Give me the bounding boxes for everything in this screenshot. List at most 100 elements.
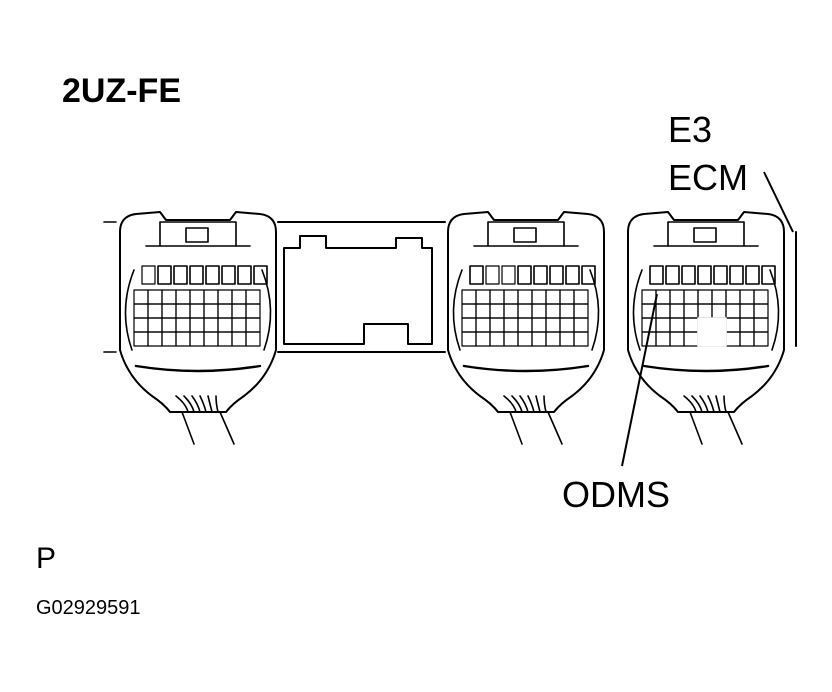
plug-grid-cell (711, 303, 727, 319)
plug-grid-cell (503, 317, 519, 333)
plug-top-pin (745, 265, 760, 285)
wire-strand (519, 395, 529, 413)
terminal-label: ODMS (562, 474, 670, 515)
plug-top-pin (681, 265, 696, 285)
plug-top-pin (157, 265, 172, 285)
plug-grid-cell (531, 303, 547, 319)
plug-grid-cell (217, 289, 233, 305)
plug-side-arc-right (769, 269, 780, 351)
plug-grid-cell (189, 289, 205, 305)
plug-grid-cell (559, 303, 575, 319)
plug-grid-cell (231, 317, 247, 333)
wire-strand (543, 395, 547, 413)
plug-housing (119, 211, 277, 413)
wire-strand (683, 395, 697, 413)
plug-grid-cell (739, 289, 755, 305)
connector-plug-2 (447, 211, 605, 445)
plug-grid-cell (461, 303, 477, 319)
plug-grid-cell (753, 289, 769, 305)
plug-grid-cell (545, 303, 561, 319)
plug-top-pin (533, 265, 548, 285)
plug-grid-cell (231, 289, 247, 305)
plug-grid-cell (545, 317, 561, 333)
plug-top-pin (649, 265, 664, 285)
wire-strand (691, 395, 703, 413)
plug-top-pin (581, 265, 596, 285)
plug-top-pin (665, 265, 680, 285)
plug-grid-cell (203, 317, 219, 333)
plug-top-pin (713, 265, 728, 285)
plug-top-pin (253, 265, 268, 285)
wire-strand (511, 395, 523, 413)
plug-grid-cell (725, 331, 741, 347)
plug-grid-cell (147, 331, 163, 347)
wire-strand (723, 395, 727, 413)
plug-grid-cell (697, 289, 713, 305)
wire-strand (699, 395, 709, 413)
middle-socket-outline (283, 235, 433, 345)
wire-strand (527, 395, 535, 413)
wire-strand (503, 395, 517, 413)
connector-plug-3 (627, 211, 785, 445)
plug-grid-cell (517, 317, 533, 333)
wire-strand (715, 395, 721, 413)
plug-grid-cell (517, 289, 533, 305)
plug-grid-cell (231, 331, 247, 347)
plug-grid-cell (161, 289, 177, 305)
plug-grid-cell (641, 289, 657, 305)
plug-grid-cell (573, 317, 589, 333)
plug-grid-cell (559, 289, 575, 305)
plug-side-arc-right (589, 269, 600, 351)
plug-grid-cell (203, 331, 219, 347)
plug-latch (159, 221, 237, 247)
plug-top-pin (469, 265, 484, 285)
plug-lower-curve (134, 364, 262, 373)
ecm-pointer-line (763, 171, 794, 233)
plug-top-pin (221, 265, 236, 285)
plug-grid-cell (489, 331, 505, 347)
plug-top-pin (141, 265, 156, 285)
plug-lower-curve (642, 364, 770, 373)
plug-grid-cell (669, 317, 685, 333)
plug-grid-cell (655, 303, 671, 319)
plug-latch-window (693, 227, 717, 243)
plug-grid-cell (711, 289, 727, 305)
plug-grid-cell (655, 289, 671, 305)
plug-grid-cell (203, 289, 219, 305)
plug-grid-cell (573, 331, 589, 347)
figure-code-label: G02929591 (36, 597, 141, 619)
plug-grid-cell (245, 289, 261, 305)
wire-strand (175, 395, 189, 413)
plug-top-pin (517, 265, 532, 285)
plug-grid-cell (217, 303, 233, 319)
plug-grid-cell (739, 331, 755, 347)
plug-grid-cell (231, 303, 247, 319)
plug-grid-cell (669, 303, 685, 319)
plug-grid-cell (531, 317, 547, 333)
wire-strand (207, 395, 213, 413)
plug-grid-cell (489, 289, 505, 305)
plug-latch-window (513, 227, 537, 243)
plug-grid-cell (189, 331, 205, 347)
plug-grid-cell (559, 317, 575, 333)
plug-latch-window (185, 227, 209, 243)
wire-strand (199, 395, 207, 413)
plug-grid-cell (175, 303, 191, 319)
plug-grid-cell (189, 303, 205, 319)
plug-grid-cell (133, 331, 149, 347)
wire-strand (535, 395, 541, 413)
plug-grid-cell (573, 289, 589, 305)
plug-grid-cell (161, 303, 177, 319)
plug-top-pin (565, 265, 580, 285)
pin-side-label: P (36, 542, 57, 575)
wire-harness (181, 411, 235, 445)
plug-housing (627, 211, 785, 413)
plug-grid-cell (531, 331, 547, 347)
engine-label: 2UZ-FE (62, 72, 181, 110)
plug-housing (447, 211, 605, 413)
plug-grid-cell (245, 303, 261, 319)
plug-grid-cell (133, 289, 149, 305)
plug-top-pin (697, 265, 712, 285)
plug-side-arc-right (261, 269, 272, 351)
plug-grid-cell (475, 289, 491, 305)
